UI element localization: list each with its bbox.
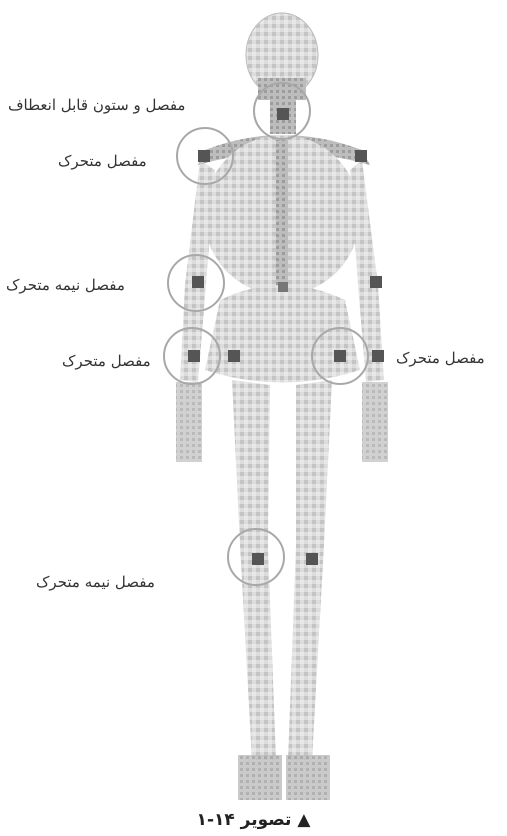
label-wrist-joint: مفصل متحرک [62, 352, 151, 370]
label-elbow-joint: مفصل نیمه متحرک [6, 276, 125, 294]
label-shoulder-joint: مفصل متحرک [58, 152, 147, 170]
figure-caption: ▲ تصویر ۱۴-۱ [0, 810, 507, 830]
label-knee-joint: مفصل نیمه متحرک [36, 573, 155, 591]
skeleton-body [176, 13, 388, 800]
label-hip-joint: مفصل متحرک [396, 349, 485, 367]
label-neck-joint: مفصل و ستون قابل انعطاف [8, 96, 185, 114]
